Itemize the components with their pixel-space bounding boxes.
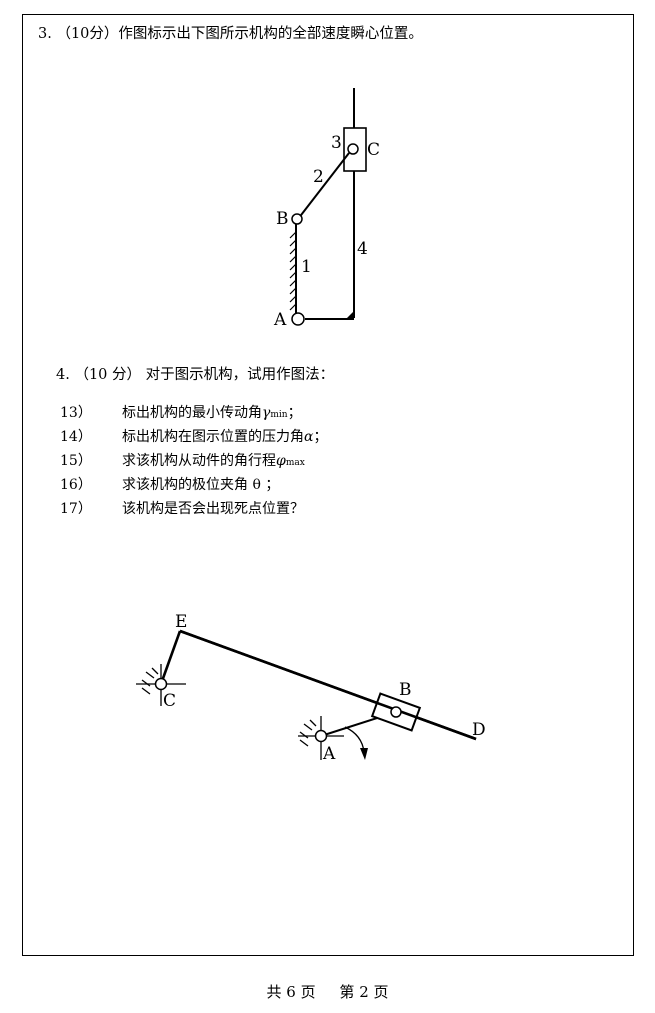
rotation-arrow-head	[360, 748, 368, 760]
page-footer: 共 6 页 第 2 页	[0, 981, 655, 1002]
question-3-text: （10分）作图标示出下图所示机构的全部速度瞬心位置。	[56, 26, 423, 42]
current-page: 第 2 页	[339, 983, 389, 1001]
joint-C	[347, 143, 359, 155]
label-E: E	[175, 612, 187, 632]
label-A: A	[273, 310, 287, 330]
link-CE	[159, 630, 182, 685]
joint-C	[154, 677, 168, 691]
total-pages: 共 6 页	[266, 983, 316, 1001]
list-item: 16） 求该机构的极位夹角 θ ；	[60, 477, 280, 493]
joint-B	[390, 706, 402, 718]
question-4: 4. （10 分） 对于图示机构，试用作图法：	[56, 363, 334, 384]
label-link-3: 3	[331, 133, 342, 153]
label-C: C	[367, 140, 380, 160]
label-B: B	[276, 209, 289, 229]
ground-hatching-1	[289, 231, 297, 311]
label-A: A	[322, 744, 336, 764]
label-C: C	[163, 691, 176, 711]
label-B: B	[399, 680, 412, 700]
page-frame	[22, 14, 634, 956]
slider-3	[343, 127, 367, 172]
label-D: D	[472, 720, 486, 740]
label-link-2: 2	[313, 167, 324, 187]
link-ED-through	[179, 629, 477, 741]
label-link-4: 4	[357, 239, 368, 259]
list-item: 17） 该机构是否会出现死点位置？	[60, 501, 304, 517]
question-4-text: （10 分） 对于图示机构，试用作图法：	[74, 367, 335, 383]
joint-A	[291, 312, 305, 326]
link-2	[297, 152, 350, 220]
question-3-number: 3.	[38, 26, 52, 42]
right-angle-mark	[346, 311, 354, 319]
label-link-1: 1	[301, 257, 312, 277]
question-3: 3. （10分）作图标示出下图所示机构的全部速度瞬心位置。	[38, 22, 423, 43]
joint-A	[314, 729, 328, 743]
joint-B	[291, 213, 303, 225]
question-4-number: 4.	[56, 367, 70, 383]
